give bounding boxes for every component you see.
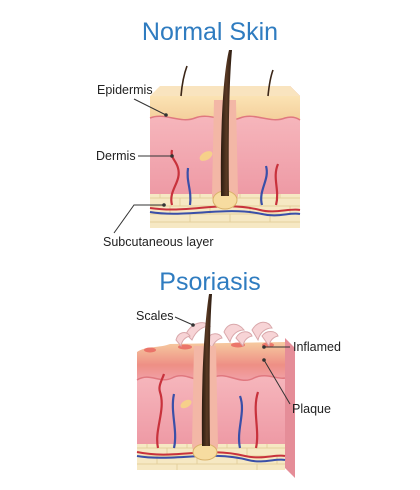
psoriasis-side-face xyxy=(285,338,295,478)
psoriasis-vein-loop xyxy=(171,393,177,449)
normal-skin-title: Normal Skin xyxy=(141,18,279,46)
label-subcutaneous: Subcutaneous layer xyxy=(103,235,214,249)
normal-hair-shaft xyxy=(220,50,232,196)
psoriasis-hair-shaft xyxy=(201,294,212,446)
normal-labels: Epidermis Dermis Subcutaneous layer xyxy=(96,83,214,249)
leader-scales xyxy=(174,316,194,326)
psoriasis-skin-block xyxy=(136,294,295,478)
normal-hair-right xyxy=(267,69,274,97)
label-dermis: Dermis xyxy=(96,149,136,163)
label-epidermis: Epidermis xyxy=(97,83,153,97)
normal-artery-plexus xyxy=(149,205,301,213)
psoriasis-title: Psoriasis xyxy=(159,268,261,296)
psoriasis-sebaceous-gland xyxy=(180,399,192,409)
normal-skin-block xyxy=(149,50,301,228)
psoriasis-hair-bulb xyxy=(192,443,218,461)
psoriasis-artery-loop xyxy=(156,373,166,449)
leader-subcutaneous xyxy=(113,204,164,234)
leader-epidermis xyxy=(133,98,167,116)
normal-vein-plexus xyxy=(149,210,301,217)
label-scales: Scales xyxy=(136,309,174,323)
normal-hair-left xyxy=(180,65,188,97)
label-plaque: Plaque xyxy=(292,402,331,416)
psoriasis-scales xyxy=(175,321,279,350)
psoriasis-artery-plexus xyxy=(136,451,286,459)
leader-plaque xyxy=(263,359,291,405)
label-inflamed: Inflamed xyxy=(293,340,341,354)
psoriasis-labels: Scales Inflamed Plaque xyxy=(136,309,341,416)
psoriasis-vein-plexus xyxy=(136,454,286,463)
normal-vein-loop xyxy=(186,167,192,206)
normal-sebaceous-gland xyxy=(199,151,213,161)
